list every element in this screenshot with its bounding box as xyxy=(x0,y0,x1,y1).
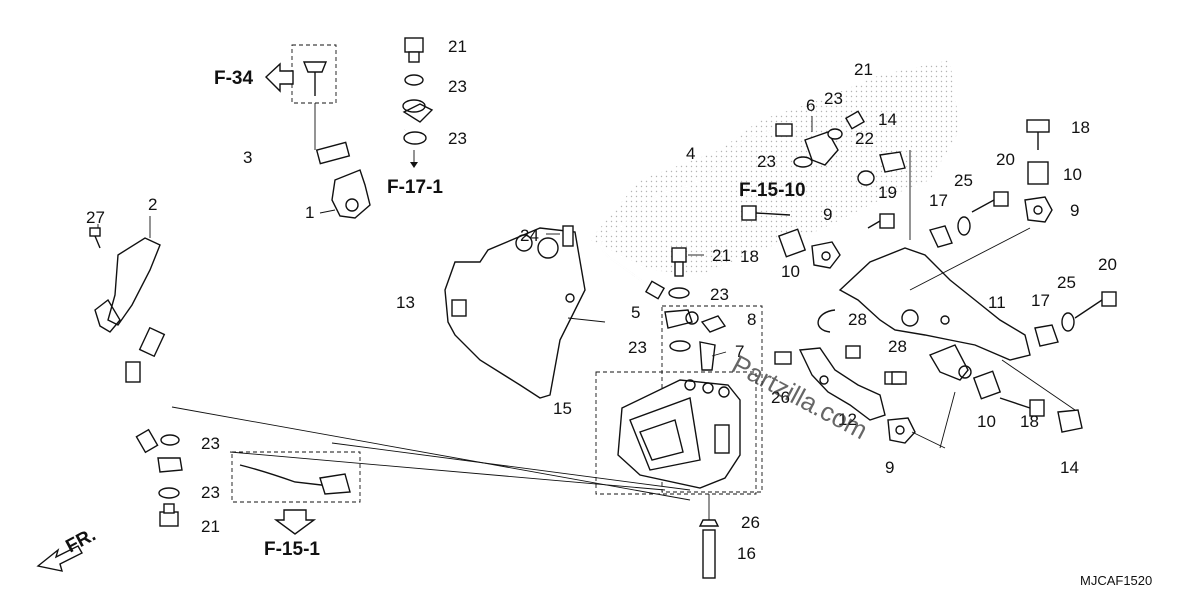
vent-tube-16 xyxy=(698,494,720,579)
front-arrow-icon xyxy=(36,545,83,572)
callout-15: 15 xyxy=(553,399,572,418)
leader-lines-abs xyxy=(171,406,691,501)
reference-labels: F-34 F-17-1 F-15-10 F-15-1 xyxy=(214,68,806,560)
callout-3: 3 xyxy=(243,148,252,167)
callout-18-right: 18 xyxy=(1020,412,1039,431)
washer-25-top xyxy=(957,216,971,236)
abs-modulator-15 xyxy=(595,371,757,495)
callout-14-bottom: 14 xyxy=(1060,458,1079,477)
callout-8: 8 xyxy=(747,310,756,329)
callout-23-c: 23 xyxy=(824,89,843,108)
collar-10-top xyxy=(1027,161,1049,185)
callout-11: 11 xyxy=(988,293,1006,312)
grommet-9-bottom xyxy=(887,417,946,449)
ref-f15-1: F-15-1 xyxy=(264,539,320,560)
callout-18-left: 18 xyxy=(740,247,759,266)
banjo-bolt-21-center xyxy=(668,247,704,299)
callout-1: 1 xyxy=(305,203,314,222)
bolt-18-left xyxy=(741,205,791,221)
top-banjo-fitting xyxy=(402,37,434,168)
callout-19: 19 xyxy=(878,183,897,202)
callout-12: 12 xyxy=(838,410,857,429)
callout-23-b: 23 xyxy=(448,129,467,148)
bolt-18-right xyxy=(999,397,1045,417)
bolt-19 xyxy=(867,213,895,229)
callout-10-right: 10 xyxy=(977,412,996,431)
bolt-18-top xyxy=(1026,119,1050,150)
hose-clamp-1 xyxy=(319,169,371,219)
callout-27: 27 xyxy=(86,208,105,227)
grommet-9-center xyxy=(811,241,841,269)
ref-f34: F-34 xyxy=(214,68,254,89)
callout-23-e: 23 xyxy=(710,285,729,304)
collar-10-left xyxy=(777,228,807,258)
ref-f15-10: F-15-10 xyxy=(739,180,806,201)
callout-5: 5 xyxy=(631,303,640,322)
bushing-17-top xyxy=(929,225,953,248)
bolt-20-right xyxy=(1074,291,1117,319)
callout-26-bottom: 26 xyxy=(741,513,760,532)
callout-21-center: 21 xyxy=(712,246,731,265)
diagram-code: MJCAF1520 xyxy=(1080,573,1152,588)
callout-23-a: 23 xyxy=(448,77,467,96)
callout-9-top: 9 xyxy=(1070,201,1079,220)
callout-20-right: 20 xyxy=(1098,255,1117,274)
callout-9-center: 9 xyxy=(823,205,832,224)
abs-bracket-13 xyxy=(444,227,606,399)
callout-14-top: 14 xyxy=(878,110,897,129)
callout-17-right: 17 xyxy=(1031,291,1050,310)
leader-lines-right xyxy=(909,150,1076,449)
bolt-20-top xyxy=(971,191,1009,213)
bolt-27 xyxy=(89,224,101,249)
callout-25-right: 25 xyxy=(1057,273,1076,292)
callout-23-f: 23 xyxy=(628,338,647,357)
callout-16: 16 xyxy=(737,544,756,563)
callout-22: 22 xyxy=(855,129,874,148)
grommet-9-top xyxy=(1024,196,1053,223)
f151-ref-box xyxy=(231,451,361,535)
ref-f17-1: F-17-1 xyxy=(387,177,443,198)
callout-18-top: 18 xyxy=(1071,118,1090,137)
hose-bracket-2 xyxy=(94,216,161,333)
f34-ref-box xyxy=(264,44,337,150)
callout-4: 4 xyxy=(686,144,695,163)
callout-23-g: 23 xyxy=(201,434,220,453)
callout-28-left: 28 xyxy=(848,310,867,329)
callout-23-h: 23 xyxy=(201,483,220,502)
callout-7: 7 xyxy=(735,342,744,361)
brake-hose-3 xyxy=(125,128,406,464)
bolt-28-right xyxy=(891,371,907,385)
bolt-28-left xyxy=(845,345,861,359)
stipple-shading xyxy=(590,60,960,275)
brake-pipe-4 xyxy=(599,123,793,300)
bushing-17-right xyxy=(1034,324,1059,347)
callout-6: 6 xyxy=(806,96,815,115)
callout-20-top: 20 xyxy=(996,150,1015,169)
callout-24: 24 xyxy=(520,226,539,245)
callout-23-d: 23 xyxy=(757,152,776,171)
mounting-bracket-11 xyxy=(817,247,1031,381)
callout-10-left: 10 xyxy=(781,262,800,281)
washer-22 xyxy=(857,170,875,186)
cap-14-top xyxy=(879,151,906,173)
callout-28-right: 28 xyxy=(888,337,907,356)
callout-17-top: 17 xyxy=(929,191,948,210)
lower-banjo-fitting xyxy=(157,434,183,527)
pipe-clamp-6 xyxy=(793,110,866,168)
callout-labels: 1 2 3 4 5 6 7 8 9 9 9 10 10 10 11 12 13 … xyxy=(86,37,1117,563)
washer-25-right xyxy=(1061,312,1075,332)
callout-2: 2 xyxy=(148,195,157,214)
callout-21-bottom: 21 xyxy=(201,517,220,536)
callout-10-top: 10 xyxy=(1063,165,1082,184)
callout-9-bottom: 9 xyxy=(885,458,894,477)
bleed-fitting-24 xyxy=(546,225,574,247)
collar-10-right xyxy=(972,370,1002,400)
callout-21-top: 21 xyxy=(448,37,467,56)
cap-14-bottom xyxy=(1057,409,1083,433)
callout-21-pipe: 21 xyxy=(854,60,873,79)
callout-25-top: 25 xyxy=(954,171,973,190)
callout-13: 13 xyxy=(396,293,415,312)
callout-26-mid: 26 xyxy=(771,388,790,407)
